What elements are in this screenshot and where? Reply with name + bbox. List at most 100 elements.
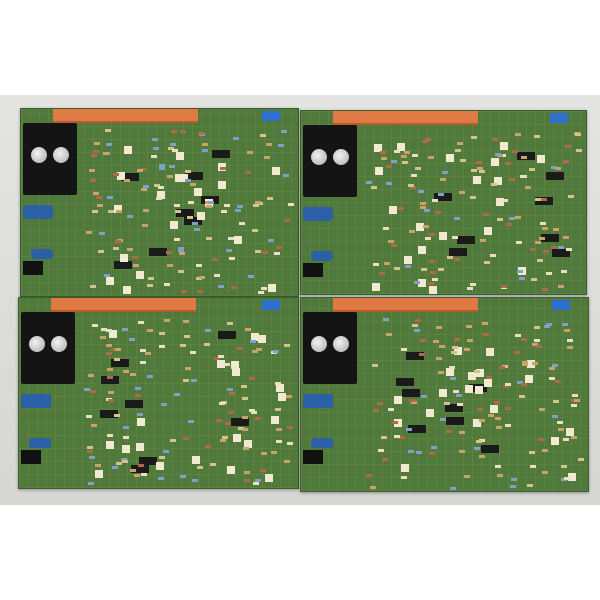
resistor bbox=[143, 208, 150, 212]
relay bbox=[270, 416, 279, 425]
ic-chip bbox=[111, 359, 130, 368]
resistor bbox=[425, 236, 432, 240]
resistor bbox=[115, 209, 122, 213]
resistor bbox=[107, 209, 114, 213]
resistor bbox=[219, 402, 226, 406]
resistor bbox=[408, 450, 415, 454]
resistor bbox=[455, 394, 462, 398]
resistor bbox=[401, 154, 408, 158]
ic-chip bbox=[545, 171, 564, 180]
capacitor bbox=[311, 438, 333, 448]
resistor bbox=[445, 430, 452, 434]
resistor bbox=[410, 185, 417, 189]
resistor bbox=[488, 413, 495, 417]
ic-chip bbox=[401, 388, 420, 397]
relay bbox=[243, 440, 252, 449]
resistor bbox=[546, 272, 553, 276]
resistor bbox=[404, 264, 411, 268]
resistor bbox=[418, 352, 425, 356]
relay bbox=[499, 142, 508, 151]
resistor bbox=[147, 375, 154, 379]
relay bbox=[121, 445, 130, 454]
resistor bbox=[512, 149, 519, 153]
relay bbox=[106, 277, 115, 285]
ic-chip bbox=[125, 400, 144, 409]
resistor bbox=[537, 258, 544, 262]
resistor bbox=[380, 436, 387, 440]
resistor bbox=[106, 143, 113, 147]
resistor bbox=[565, 247, 572, 251]
resistor bbox=[400, 347, 407, 351]
relay bbox=[278, 392, 287, 401]
resistor bbox=[519, 276, 526, 280]
resistor bbox=[430, 271, 437, 275]
ic-chip bbox=[100, 376, 119, 385]
relay bbox=[230, 361, 239, 370]
resistor bbox=[129, 337, 136, 341]
resistor bbox=[114, 347, 121, 351]
resistor bbox=[114, 414, 121, 418]
resistor bbox=[453, 338, 460, 342]
resistor bbox=[543, 325, 550, 329]
resistor bbox=[409, 229, 416, 233]
resistor bbox=[192, 221, 199, 225]
resistor bbox=[508, 178, 515, 182]
resistor bbox=[436, 356, 443, 360]
resistor bbox=[414, 166, 421, 170]
resistor bbox=[98, 249, 105, 253]
resistor bbox=[514, 351, 521, 355]
resistor bbox=[423, 224, 430, 228]
relay bbox=[484, 379, 493, 388]
resistor bbox=[205, 445, 212, 449]
resistor bbox=[434, 211, 441, 215]
resistor bbox=[419, 206, 426, 210]
resistor bbox=[489, 253, 496, 257]
ic-chip bbox=[120, 172, 139, 181]
resistor bbox=[217, 355, 224, 359]
dip-switch bbox=[550, 113, 568, 123]
resistor bbox=[223, 363, 230, 367]
resistor bbox=[105, 328, 112, 332]
resistor bbox=[553, 399, 560, 403]
resistor bbox=[478, 170, 485, 174]
resistor bbox=[432, 277, 439, 281]
ic-chip bbox=[230, 418, 249, 427]
resistor bbox=[163, 319, 170, 323]
resistor bbox=[91, 323, 98, 327]
resistor bbox=[170, 130, 177, 134]
resistor bbox=[158, 476, 165, 480]
resistor bbox=[132, 264, 139, 268]
capacitor bbox=[311, 251, 333, 261]
resistor bbox=[411, 400, 418, 404]
resistor bbox=[162, 449, 169, 453]
resistor bbox=[241, 396, 248, 400]
resistor bbox=[422, 140, 429, 144]
resistor bbox=[286, 394, 293, 398]
resistor bbox=[558, 245, 565, 249]
resistor bbox=[476, 166, 483, 170]
resistor bbox=[242, 416, 249, 420]
ic-chip bbox=[541, 234, 560, 243]
resistor bbox=[170, 143, 177, 147]
resistor bbox=[424, 208, 431, 212]
resistor bbox=[189, 351, 196, 355]
resistor bbox=[166, 264, 173, 268]
resistor bbox=[433, 339, 440, 343]
resistor bbox=[515, 216, 522, 220]
resistor bbox=[386, 164, 393, 168]
relay bbox=[218, 162, 226, 171]
resistor bbox=[505, 382, 512, 386]
relay bbox=[400, 464, 409, 473]
resistor bbox=[228, 410, 235, 414]
relay bbox=[157, 191, 166, 200]
resistor bbox=[532, 362, 539, 366]
resistor bbox=[542, 449, 549, 453]
ic-chip bbox=[405, 351, 424, 360]
resistor bbox=[274, 251, 281, 255]
resistor bbox=[482, 322, 489, 326]
relay bbox=[170, 220, 179, 229]
resistor bbox=[215, 418, 222, 422]
resistor bbox=[539, 221, 546, 225]
resistor bbox=[89, 179, 96, 183]
resistor bbox=[564, 476, 571, 480]
